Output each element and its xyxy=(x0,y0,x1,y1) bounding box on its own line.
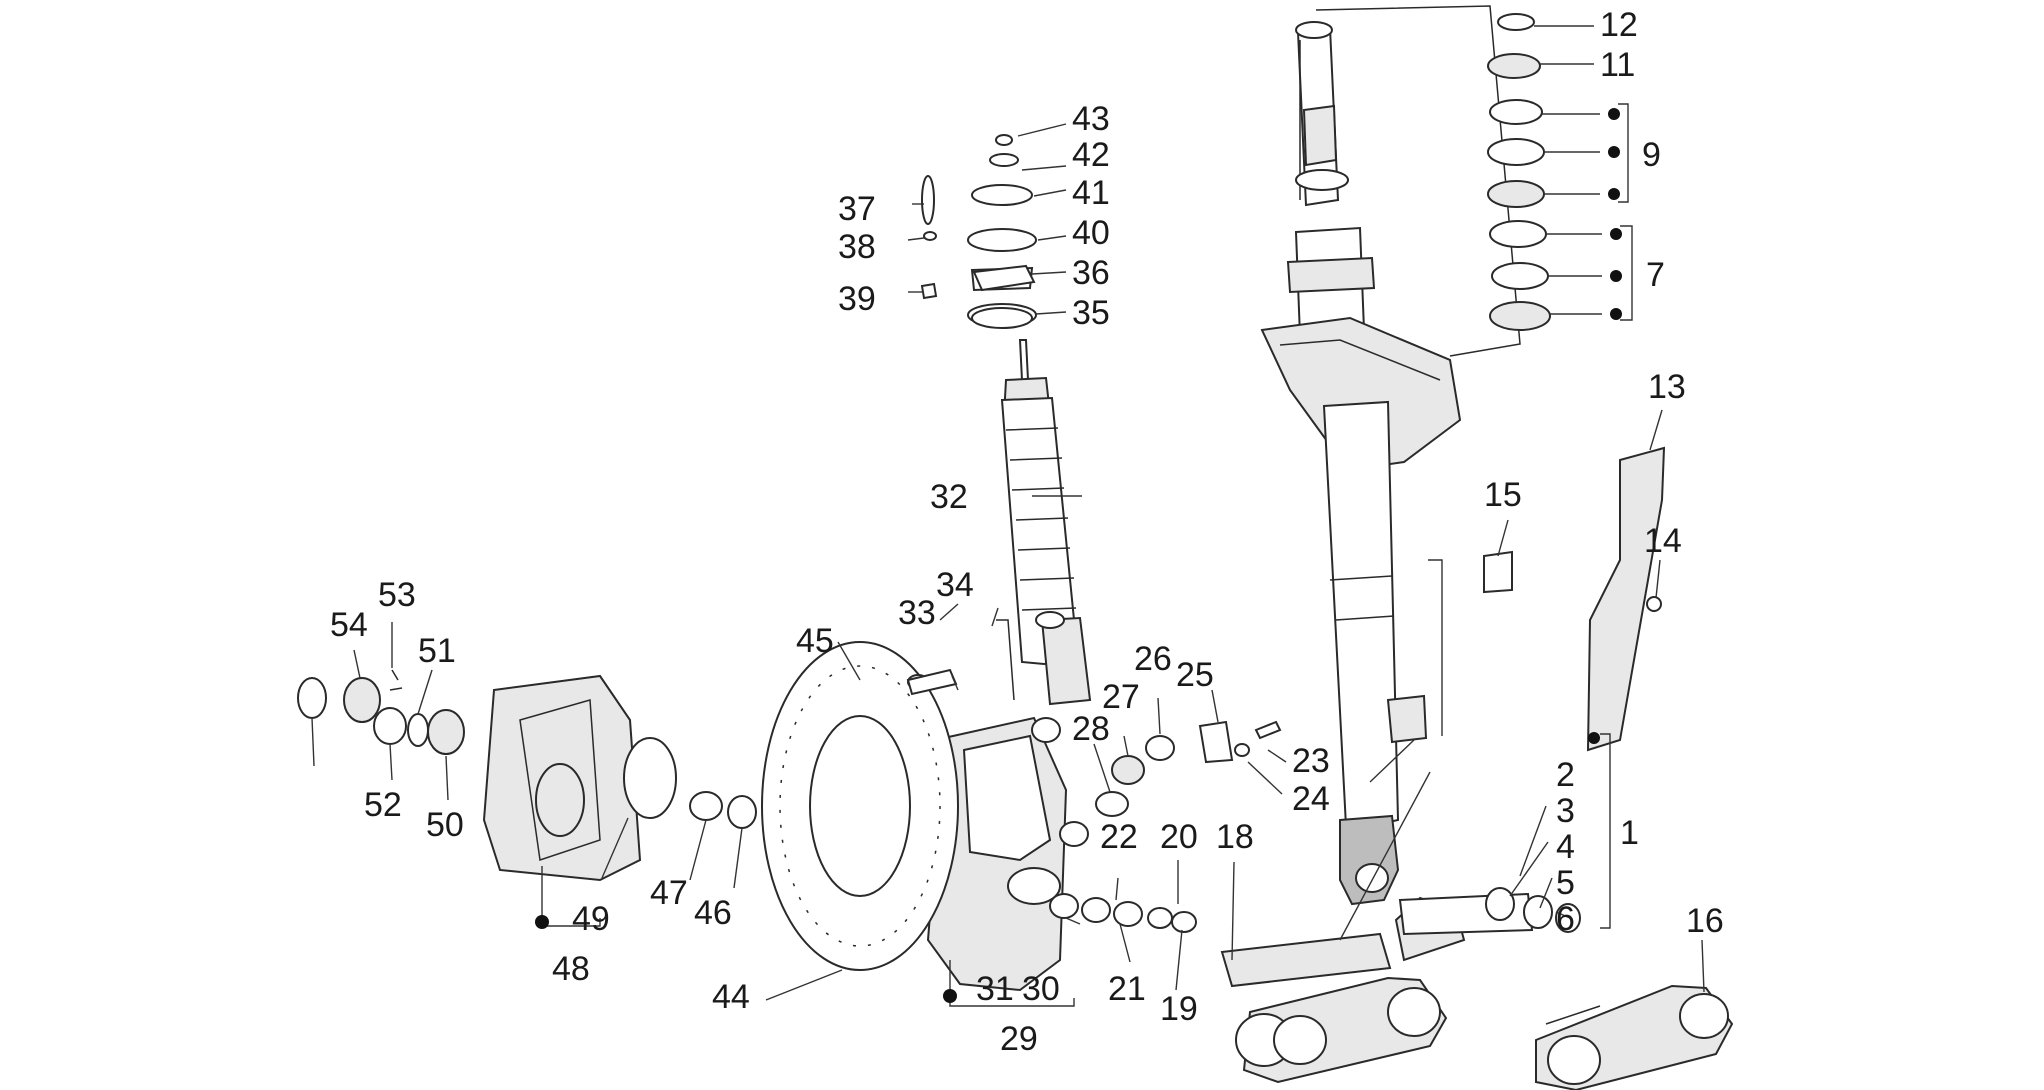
callout-29: 30 xyxy=(1022,970,1060,1008)
callout-6: 6 xyxy=(1556,900,1575,938)
callout-9: 9 xyxy=(1642,136,1661,174)
leader-lines xyxy=(311,25,1705,1007)
callout-17: 18 xyxy=(1216,818,1254,856)
callout-13: 13 xyxy=(1648,368,1686,406)
callout-16: 16 xyxy=(1686,902,1724,940)
callout-38: 39 xyxy=(838,280,876,318)
callout-24: 25 xyxy=(1176,656,1214,694)
callout-43: 44 xyxy=(712,978,750,1016)
callout-18: 19 xyxy=(1160,990,1198,1028)
callout-46: 47 xyxy=(650,874,688,912)
callout-23: 24 xyxy=(1292,780,1330,818)
callout-5: 5 xyxy=(1556,864,1575,902)
headset-bearings xyxy=(1315,5,1551,357)
callout-11: 11 xyxy=(1600,46,1635,84)
shock-mount-parts xyxy=(920,175,1036,329)
callout-41: 42 xyxy=(1072,136,1110,174)
swing-arms xyxy=(1235,887,1734,1090)
callout-1: 1 xyxy=(1620,814,1639,852)
callout-39: 40 xyxy=(1072,214,1110,252)
callout-53: 54 xyxy=(330,606,368,644)
callout-labels: 12 11 9 7 13 15 14 43 42 41 40 36 35 37 … xyxy=(330,6,1724,1058)
callout-37: 38 xyxy=(838,228,876,266)
callout-47: 48 xyxy=(552,950,590,988)
callout-48: 49 xyxy=(572,900,610,938)
callout-44: 45 xyxy=(796,622,834,660)
callout-20: 21 xyxy=(1108,970,1146,1008)
callout-30: 31 xyxy=(976,970,1014,1008)
callout-32: 33 xyxy=(898,594,936,632)
part-12 xyxy=(1497,13,1535,31)
callout-36: 37 xyxy=(838,190,876,228)
pivot-parts xyxy=(906,668,1392,988)
callout-19: 20 xyxy=(1160,818,1198,856)
callout-2: 2 xyxy=(1556,756,1575,794)
callout-7: 7 xyxy=(1646,256,1665,294)
callout-28: 29 xyxy=(1000,1020,1038,1058)
callout-4: 4 xyxy=(1556,828,1575,866)
hub-small-parts xyxy=(297,669,757,829)
callout-49: 50 xyxy=(426,806,464,844)
callout-27: 28 xyxy=(1072,710,1110,748)
callout-45: 46 xyxy=(694,894,732,932)
callout-33: 34 xyxy=(936,566,974,604)
callout-50: 51 xyxy=(418,632,456,670)
callout-35: 36 xyxy=(1072,254,1110,292)
callout-25: 26 xyxy=(1134,640,1172,678)
callout-31: 32 xyxy=(930,478,968,516)
callout-42: 43 xyxy=(1072,100,1110,138)
callout-3: 3 xyxy=(1556,792,1575,830)
callout-52: 53 xyxy=(378,576,416,614)
callout-51: 52 xyxy=(364,786,402,824)
brake-caliper-support xyxy=(926,619,1089,992)
part-11 xyxy=(1487,53,1541,79)
mudguard xyxy=(1483,446,1666,752)
brake-disc xyxy=(761,641,959,971)
callout-15: 15 xyxy=(1484,476,1522,514)
callout-14: 14 xyxy=(1644,522,1682,560)
callout-40: 41 xyxy=(1072,174,1110,212)
callout-26: 27 xyxy=(1102,678,1140,716)
wheel-hub xyxy=(482,674,677,882)
callout-12: 12 xyxy=(1600,6,1638,44)
callout-22: 23 xyxy=(1292,742,1330,780)
callout-34: 35 xyxy=(1072,294,1110,332)
shock-absorber xyxy=(967,134,1092,706)
steering-tube xyxy=(1260,21,1462,906)
callout-21: 22 xyxy=(1100,818,1138,856)
bullet-dots xyxy=(535,108,1622,1003)
